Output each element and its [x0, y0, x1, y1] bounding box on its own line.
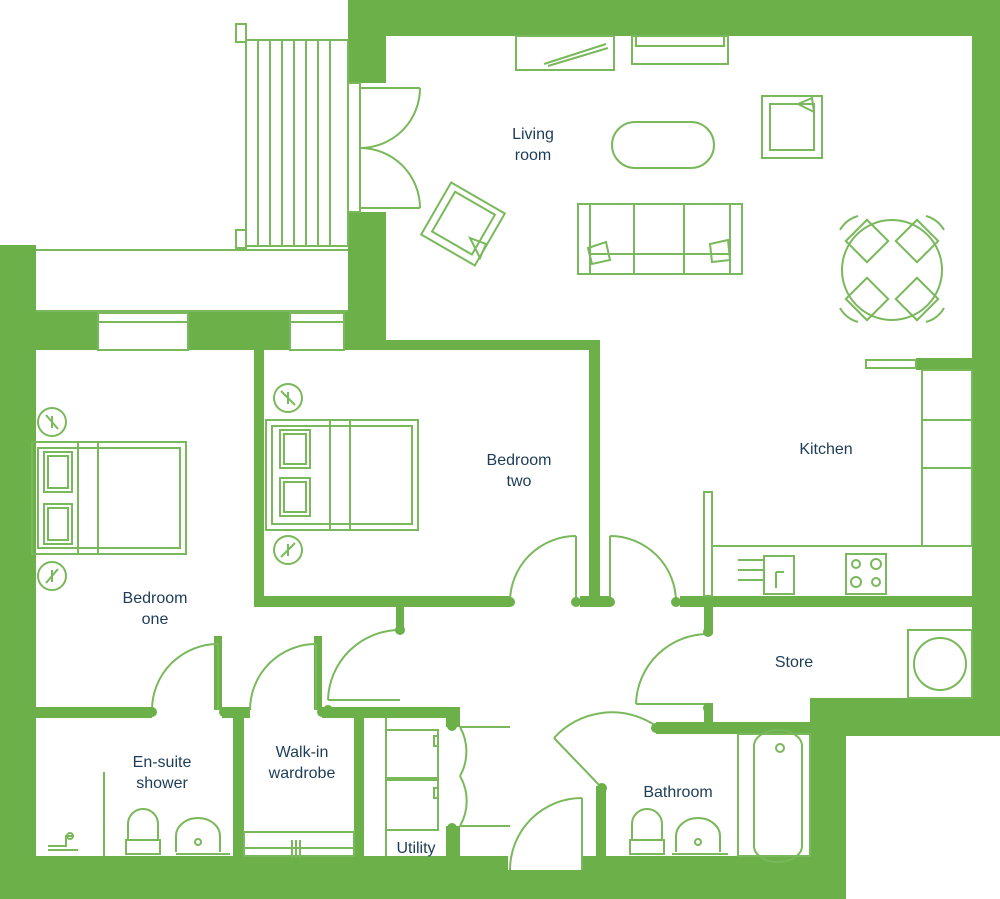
- dining-table: [839, 215, 945, 323]
- kitchen-worktop: [703, 359, 973, 597]
- coffee-table: [611, 121, 715, 169]
- door-swing: [151, 535, 709, 871]
- room-label-living: Living room: [512, 124, 554, 166]
- kitchen-line-1: Kitchen: [799, 441, 853, 458]
- bedroom-two-line-2: two: [506, 473, 532, 490]
- bedroom-two-line-1: Bedroom: [486, 452, 552, 469]
- armchair: [419, 181, 507, 267]
- wall: [0, 870, 846, 899]
- room-label-kitchen: Kitchen: [799, 439, 852, 460]
- wc: [125, 808, 161, 855]
- boiler: [907, 629, 973, 699]
- shower-valve: [48, 832, 78, 851]
- dining-chair: [839, 215, 945, 323]
- utility-line-1: Utility: [396, 840, 436, 857]
- bedroom-one-line-1: Bedroom: [122, 590, 188, 607]
- basin: [672, 817, 728, 855]
- room-label-store: Store: [775, 652, 813, 673]
- bedroom-one-line-2: one: [141, 611, 169, 628]
- living-line-1: Living: [512, 126, 554, 143]
- wall: [0, 245, 36, 250]
- bedside-lamp: [273, 383, 303, 565]
- room-label-utility: Utility: [396, 838, 435, 859]
- room-label-bathroom: Bathroom: [643, 782, 712, 803]
- bath: [737, 729, 811, 863]
- wall: [344, 311, 386, 350]
- wall: [348, 0, 1000, 36]
- wardrobe-line-1: Walk-in: [275, 744, 329, 761]
- rug: [515, 35, 615, 71]
- sofa: [577, 203, 743, 275]
- french-doors: [347, 82, 421, 213]
- wall: [386, 340, 600, 350]
- living-line-2: room: [514, 147, 552, 164]
- hob: [845, 553, 887, 595]
- ensuite-line-2: shower: [136, 775, 188, 792]
- wall: [972, 0, 1000, 605]
- wardrobe-line-2: wardrobe: [268, 765, 336, 782]
- ensuite-line-1: En-suite: [132, 754, 192, 771]
- bedside-lamp: [37, 407, 67, 591]
- balcony-decking: [36, 23, 349, 312]
- room-label-ensuite: En-suite shower: [133, 752, 192, 794]
- linework: [31, 23, 973, 871]
- bathroom-line-1: Bathroom: [643, 784, 713, 801]
- double-bed: [31, 441, 187, 555]
- basin: [175, 817, 230, 855]
- wc: [629, 808, 665, 855]
- tv-unit: [631, 35, 729, 65]
- room-label-bedroom-two: Bedroom two: [487, 450, 552, 492]
- wardrobe-rail: [243, 831, 355, 858]
- armchair: [761, 95, 823, 159]
- wall: [0, 245, 36, 899]
- store-line-1: Store: [774, 654, 814, 671]
- room-label-wardrobe: Walk-in wardrobe: [269, 742, 336, 784]
- wall: [0, 311, 98, 350]
- kitchen-sink: [738, 555, 795, 595]
- wall: [348, 0, 386, 83]
- room-label-bedroom-one: Bedroom one: [123, 588, 188, 630]
- wall: [188, 311, 290, 350]
- walls-overlay: [0, 340, 972, 870]
- double-bed: [265, 419, 419, 531]
- door-hinge: [147, 597, 713, 833]
- window: [97, 312, 345, 351]
